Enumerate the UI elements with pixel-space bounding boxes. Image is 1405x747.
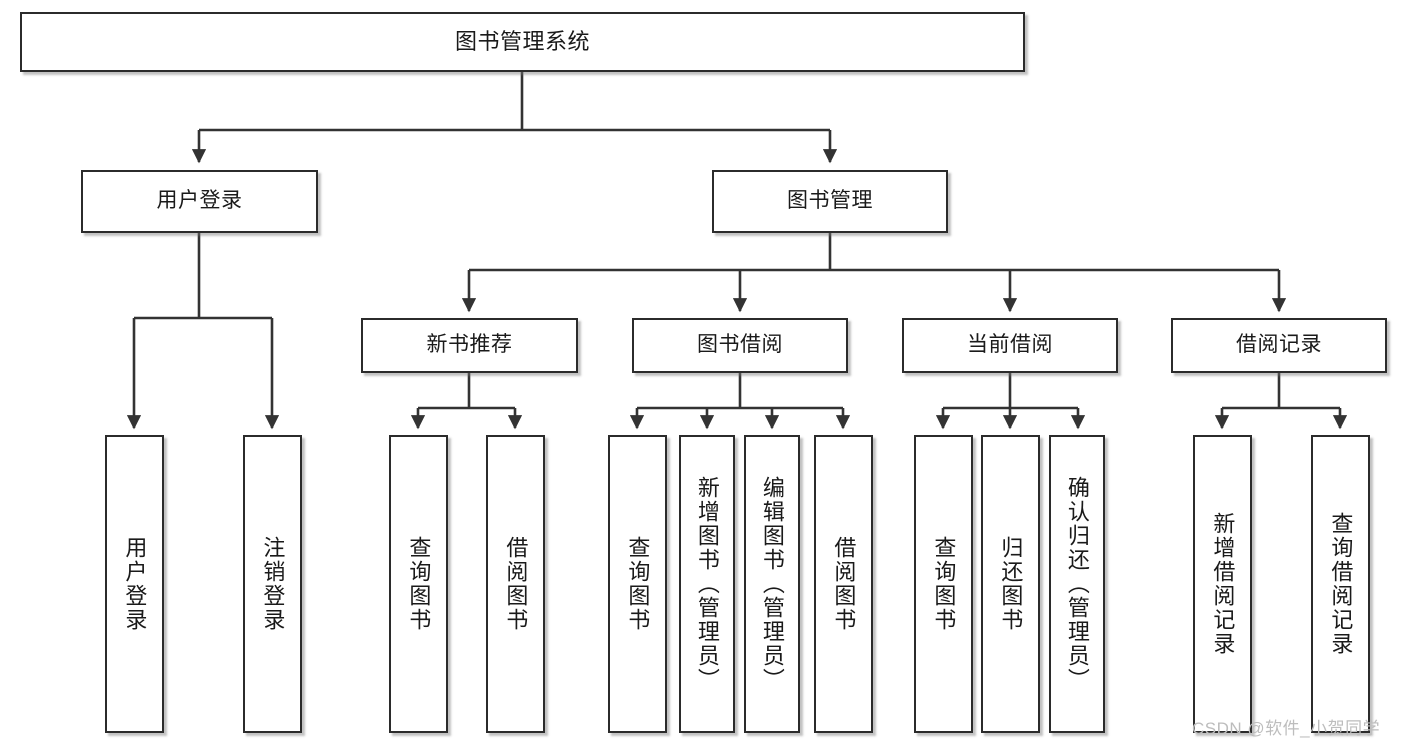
- leaf-borrow-record-query[interactable]: 查询借阅记录: [1311, 435, 1370, 733]
- leaf-new-book-borrow[interactable]: 借阅图书: [486, 435, 545, 733]
- node-book-management-label: 图书管理: [787, 189, 873, 213]
- leaf-label: 查询图书: [931, 536, 957, 632]
- node-book-borrow[interactable]: 图书借阅: [632, 318, 848, 373]
- node-borrow-record-label: 借阅记录: [1236, 333, 1322, 357]
- node-borrow-record[interactable]: 借阅记录: [1171, 318, 1387, 373]
- leaf-label: 查询图书: [625, 536, 651, 632]
- node-current-borrow[interactable]: 当前借阅: [902, 318, 1118, 373]
- leaf-book-borrow-add[interactable]: 新增图书（管理员）: [679, 435, 735, 733]
- leaf-user-login-logout[interactable]: 注销登录: [243, 435, 302, 733]
- node-root[interactable]: 图书管理系统: [20, 12, 1025, 72]
- leaf-label: 借阅图书: [503, 536, 529, 632]
- leaf-label: 查询图书: [406, 536, 432, 632]
- leaf-borrow-record-add[interactable]: 新增借阅记录: [1193, 435, 1252, 733]
- leaf-current-borrow-confirm-return[interactable]: 确认归还（管理员）: [1049, 435, 1105, 733]
- node-book-borrow-label: 图书借阅: [697, 333, 783, 357]
- leaf-user-login-login[interactable]: 用户登录: [105, 435, 164, 733]
- leaf-book-borrow-edit[interactable]: 编辑图书（管理员）: [744, 435, 800, 733]
- leaf-current-borrow-return[interactable]: 归还图书: [981, 435, 1040, 733]
- leaf-new-book-query[interactable]: 查询图书: [389, 435, 448, 733]
- leaf-current-borrow-query[interactable]: 查询图书: [914, 435, 973, 733]
- leaf-label: 新增借阅记录: [1210, 512, 1236, 656]
- leaf-label: 用户登录: [122, 536, 148, 632]
- leaf-label: 归还图书: [998, 536, 1024, 632]
- leaf-label: 确认归还（管理员）: [1064, 476, 1090, 692]
- leaf-label: 查询借阅记录: [1328, 512, 1354, 656]
- node-new-book-recommend-label: 新书推荐: [426, 333, 513, 357]
- node-root-label: 图书管理系统: [454, 29, 590, 55]
- node-current-borrow-label: 当前借阅: [967, 333, 1053, 357]
- leaf-label: 注销登录: [260, 536, 286, 632]
- leaf-label: 新增图书（管理员）: [694, 476, 720, 692]
- node-user-login-label: 用户登录: [156, 189, 243, 213]
- node-user-login[interactable]: 用户登录: [81, 170, 318, 233]
- node-new-book-recommend[interactable]: 新书推荐: [361, 318, 578, 373]
- leaf-book-borrow-borrow[interactable]: 借阅图书: [814, 435, 873, 733]
- leaf-book-borrow-query[interactable]: 查询图书: [608, 435, 667, 733]
- leaf-label: 借阅图书: [831, 536, 857, 632]
- csdn-watermark: CSDN @软件_小贺同学: [1192, 719, 1381, 738]
- node-book-management[interactable]: 图书管理: [712, 170, 948, 233]
- leaf-label: 编辑图书（管理员）: [759, 476, 785, 692]
